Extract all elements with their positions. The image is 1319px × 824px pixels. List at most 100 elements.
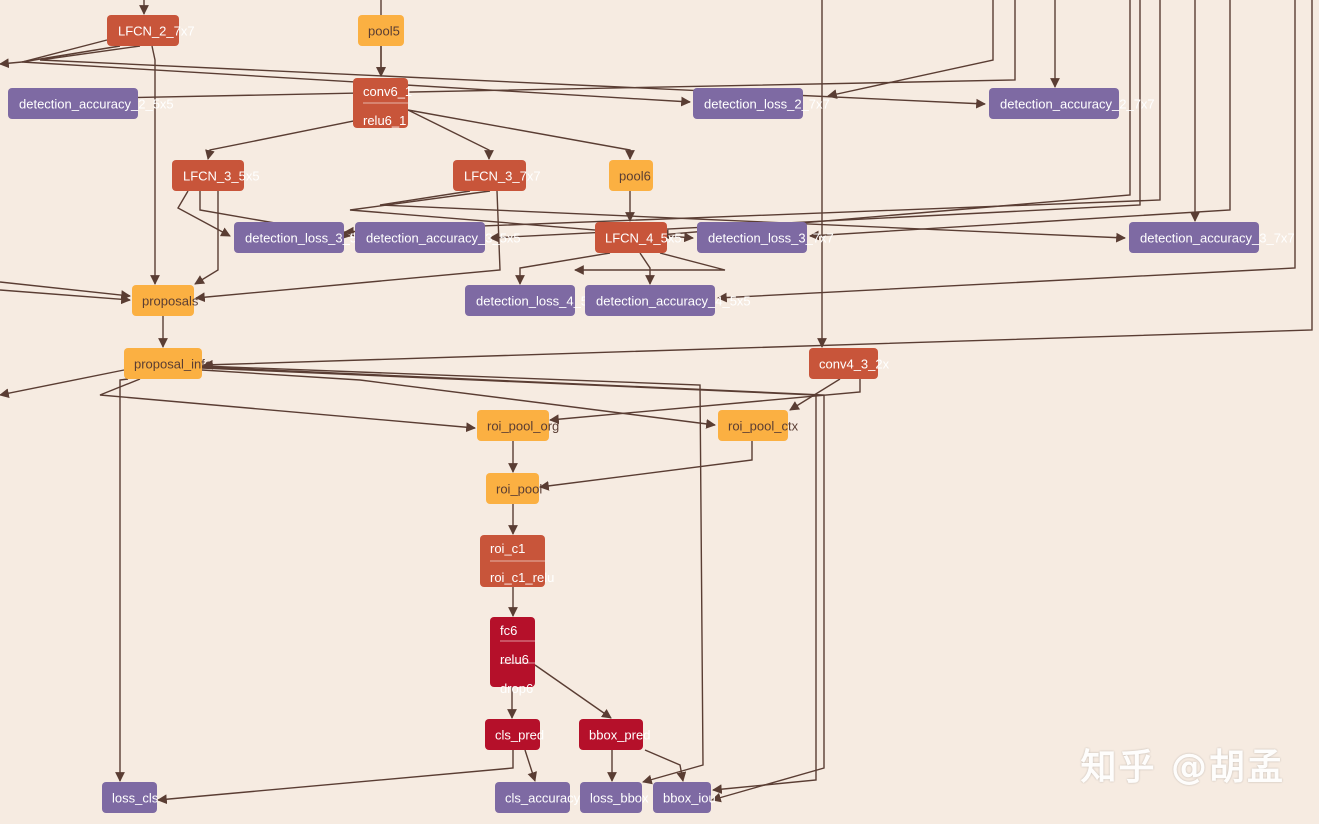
node-label: proposal_info [134, 357, 212, 372]
node-label: pool5 [368, 24, 400, 39]
node-lfcn-3-5x5[interactable]: LFCN_3_5x5 [172, 160, 260, 191]
edge-3 [150, 45, 160, 285]
node-detection-accuracy-3-5x5[interactable]: detection_accuracy_3_5x5 [355, 222, 521, 253]
node-box [490, 617, 535, 687]
node-box [172, 160, 244, 191]
edge-48 [534, 664, 612, 719]
node-detection-loss-3-7x7[interactable]: detection_loss_3_7x7 [697, 222, 834, 253]
node-box [718, 410, 788, 441]
node-label: relu6 [500, 652, 529, 667]
node-proposals[interactable]: proposals [132, 285, 199, 316]
node-roi-pool-ctx[interactable]: roi_pool_ctx [718, 410, 799, 441]
edge-16 [195, 190, 501, 303]
edge-32 [203, 0, 1313, 370]
node-label: detection_accuracy_3_7x7 [1140, 231, 1295, 246]
edge-13 [194, 191, 219, 285]
node-label: cls_pred [495, 728, 544, 743]
node-detection-accuracy-3-7x7[interactable]: detection_accuracy_3_7x7 [1129, 222, 1295, 253]
edge-6 [39, 45, 986, 109]
node-detection-loss-3-5x5[interactable]: detection_loss_3_5x5 [234, 222, 371, 253]
edge-40 [201, 366, 825, 803]
node-label: detection_accuracy_4_5x5 [596, 294, 751, 309]
node-loss-cls[interactable]: loss_cls [102, 782, 159, 813]
edge-20 [0, 281, 131, 300]
node-label: LFCN_3_5x5 [183, 169, 260, 184]
node-box [234, 222, 344, 253]
node-box [132, 285, 194, 316]
node-label: LFCN_2_7x7 [118, 24, 195, 39]
node-box [124, 348, 202, 379]
node-lfcn-2-7x7[interactable]: LFCN_2_7x7 [107, 15, 195, 46]
node-bbox-iou[interactable]: bbox_iou [653, 782, 716, 813]
node-label: roi_c1_relu [490, 570, 554, 585]
node-roi-pool-org[interactable]: roi_pool_org [477, 410, 559, 441]
node-box [579, 719, 643, 750]
node-cls-pred[interactable]: cls_pred [485, 719, 544, 750]
node-box [102, 782, 157, 813]
node-lfcn-3-7x7[interactable]: LFCN_3_7x7 [453, 160, 541, 191]
node-roi-pool[interactable]: roi_pool [486, 473, 542, 504]
node-box [693, 88, 803, 119]
edge-34 [0, 369, 125, 399]
node-box [697, 222, 807, 253]
edge-11 [177, 190, 231, 237]
node-roi-c1[interactable]: roi_c1 roi_c1_relu [480, 535, 554, 587]
edge-37 [201, 369, 716, 429]
node-label: detection_accuracy_2_7x7 [1000, 97, 1155, 112]
node-box [495, 782, 570, 813]
edge-26 [827, 0, 994, 99]
node-label: detection_loss_3_5x5 [245, 231, 371, 246]
node-label: loss_cls [112, 791, 159, 806]
node-box [580, 782, 642, 813]
node-box [477, 410, 549, 441]
node-lfcn-4-5x5[interactable]: LFCN_4_5x5 [595, 222, 682, 253]
edge-23 [809, 0, 1231, 241]
edge-52 [644, 749, 687, 782]
node-label: roi_pool [496, 482, 542, 497]
node-bbox-pred[interactable]: bbox_pred [579, 719, 650, 750]
edge-49 [157, 750, 514, 805]
node-label: roi_pool_org [487, 419, 559, 434]
node-label: roi_pool_ctx [728, 419, 799, 434]
node-label: LFCN_4_5x5 [605, 231, 682, 246]
node-pool6[interactable]: pool6 [609, 160, 653, 191]
node-detection-loss-2-7x7[interactable]: detection_loss_2_7x7 [693, 88, 830, 119]
node-proposal-info[interactable]: proposal_info [124, 348, 212, 379]
node-box [107, 15, 179, 46]
node-box [653, 782, 711, 813]
edge-17 [515, 252, 611, 285]
node-box [465, 285, 575, 316]
node-loss-bbox[interactable]: loss_bbox [580, 782, 649, 813]
node-conv4-3-2x[interactable]: conv4_3_2x [809, 348, 890, 379]
node-box [809, 348, 878, 379]
node-pool5[interactable]: pool5 [358, 15, 404, 46]
node-label: bbox_pred [589, 728, 650, 743]
edge-36 [115, 378, 129, 782]
node-box [989, 88, 1119, 119]
edge-21 [0, 289, 131, 305]
node-box [355, 222, 485, 253]
node-box [358, 15, 404, 46]
edge-38 [201, 365, 704, 785]
node-detection-accuracy-2-7x7[interactable]: detection_accuracy_2_7x7 [989, 88, 1155, 119]
node-label: detection_loss_2_7x7 [704, 97, 830, 112]
node-label: roi_c1 [490, 541, 525, 556]
node-label: detection_accuracy_3_5x5 [366, 231, 521, 246]
watermark: 知乎 @胡孟 [1080, 747, 1285, 788]
node-box [485, 719, 540, 750]
edge-44 [539, 441, 753, 491]
node-detection-accuracy-4-5x5[interactable]: detection_accuracy_4_5x5 [585, 285, 751, 316]
node-cls-accuracy[interactable]: cls_accuracy [495, 782, 581, 813]
edge-24 [717, 0, 1296, 303]
node-label: drop6 [500, 681, 533, 696]
node-detection-loss-4-5x5[interactable]: detection_loss_4_5x5 [465, 285, 602, 316]
edge-5 [21, 45, 691, 107]
edge-18 [639, 252, 655, 285]
edge-42 [549, 379, 861, 425]
node-detection-accuracy-2-5x5[interactable]: detection_accuracy_2_5x5 [8, 88, 174, 119]
edge-25 [9, 0, 1016, 105]
edge-15 [349, 190, 694, 243]
node-label: loss_bbox [590, 791, 649, 806]
